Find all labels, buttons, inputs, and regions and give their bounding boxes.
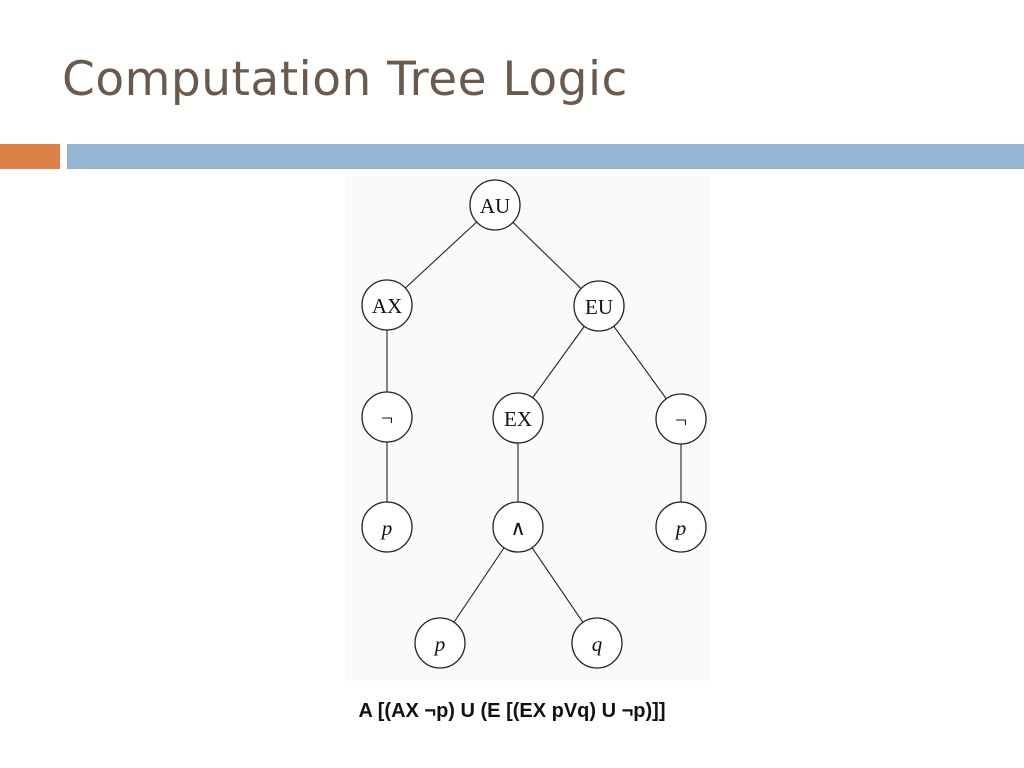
tree-node-circle [571,617,623,669]
tree-node-circle [361,279,413,331]
tree-node-circle [469,179,521,231]
tree-edge-eu-not2 [613,325,667,400]
tree-edge-and-q [531,547,584,623]
tree-node-label: p [433,632,446,656]
tree-node-not2: ¬ [655,393,707,445]
tree-node-au: AU [469,179,521,231]
tree-node-p2: p [414,617,466,669]
accent-bar-orange [0,144,60,169]
tree-node-p1: p [361,501,413,553]
tree-node-label: p [380,516,393,540]
syntax-tree-diagram: AU AX EU ¬ EX ¬ p ∧ p p q [345,176,710,681]
tree-edge-au-ax [404,221,478,289]
tree-node-label: ∧ [510,516,525,540]
tree-edge-eu-ex [532,325,585,399]
tree-node-p3: p [655,501,707,553]
slide-title: Computation Tree Logic [62,52,628,107]
tree-node-label: AU [480,194,510,218]
tree-edge-and-p2 [453,547,505,623]
tree-node-circle [492,501,544,553]
syntax-tree-svg: AU AX EU ¬ EX ¬ p ∧ p p q [361,179,707,669]
tree-node-label: p [674,516,687,540]
tree-node-label: EU [585,295,613,319]
tree-node-circle [655,501,707,553]
tree-node-label: ¬ [381,406,393,430]
tree-node-circle [655,393,707,445]
tree-node-circle [361,391,413,443]
tree-node-label: q [592,632,603,656]
tree-node-circle [573,280,625,332]
tree-node-ex: EX [492,392,544,444]
tree-node-ax: AX [361,279,413,331]
tree-node-label: AX [372,294,402,318]
tree-node-circle [361,501,413,553]
tree-node-circle [414,617,466,669]
tree-node-circle [492,392,544,444]
tree-node-and: ∧ [492,501,544,553]
tree-node-label: ¬ [675,408,687,432]
tree-node-q: q [571,617,623,669]
tree-edge-au-eu [512,222,582,289]
tree-node-not1: ¬ [361,391,413,443]
tree-node-label: EX [504,407,532,431]
tree-node-eu: EU [573,280,625,332]
ctl-formula: A [(AX ¬p) U (E [(EX pVq) U ¬p)]] [358,700,666,722]
accent-bar-blue [67,144,1024,169]
